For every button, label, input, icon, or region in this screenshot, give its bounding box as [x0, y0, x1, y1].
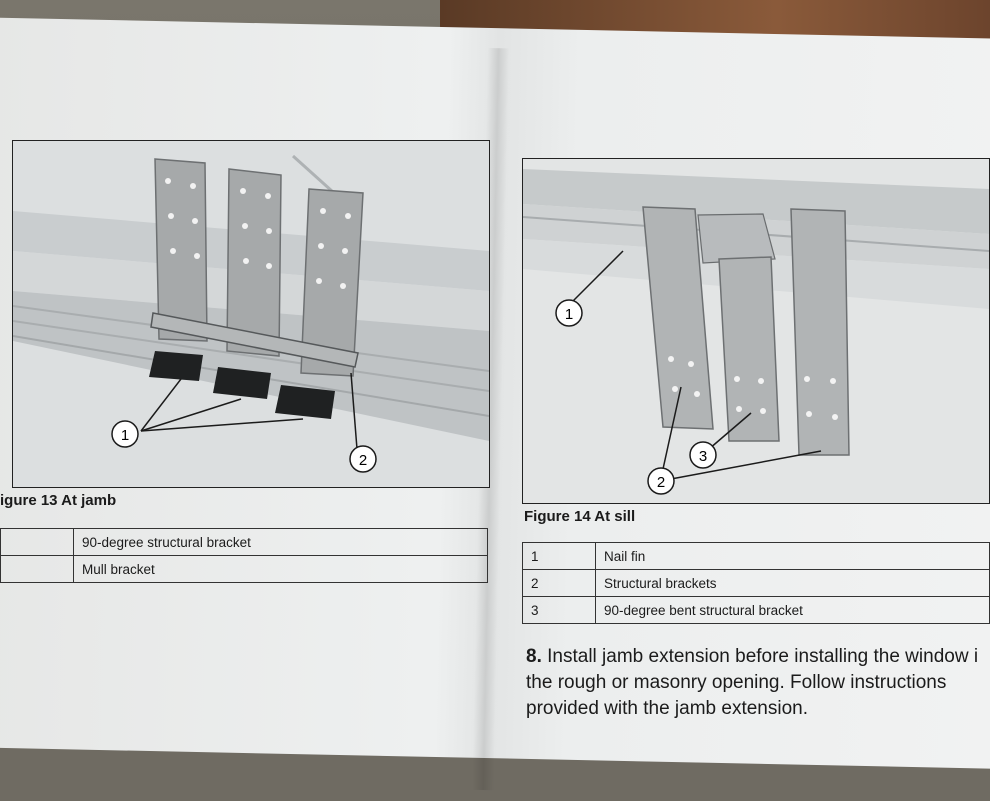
- figure-14-legend-table: 1 Nail fin 2 Structural brackets 3 90-de…: [522, 542, 990, 624]
- callout-1-circle: [111, 420, 139, 448]
- table-row: Mull bracket: [0, 555, 488, 583]
- callout-3-circle: [689, 441, 717, 469]
- step-8-line-1: 8. Install jamb extension before install…: [526, 644, 978, 670]
- step-8-line-2: the rough or masonry opening. Follow ins…: [526, 672, 947, 693]
- callout-1-circle: [555, 299, 583, 327]
- table-row: 90-degree structural bracket: [0, 528, 488, 556]
- table-row: 1 Nail fin: [522, 542, 990, 570]
- figure-13-legend-table: 90-degree structural bracket Mull bracke…: [0, 528, 488, 583]
- legend-number: 1: [522, 542, 596, 570]
- step-8-line-3: provided with the jamb extension.: [526, 698, 808, 719]
- legend-number: [0, 528, 74, 556]
- legend-description: Mull bracket: [73, 555, 488, 583]
- legend-description: 90-degree bent structural bracket: [595, 596, 990, 624]
- callout-2-label: 2: [657, 474, 665, 491]
- callout-2-circle: [349, 445, 377, 473]
- legend-number: 3: [522, 596, 596, 624]
- table-row: 2 Structural brackets: [522, 569, 990, 597]
- table-row: 3 90-degree bent structural bracket: [522, 596, 990, 624]
- step-text: Install jamb extension before installing…: [547, 646, 979, 667]
- legend-description: 90-degree structural bracket: [73, 528, 488, 556]
- figure-13-caption: igure 13 At jamb: [0, 492, 117, 509]
- step-8-instructions: 8. Install jamb extension before install…: [526, 644, 978, 722]
- legend-number: 2: [522, 569, 596, 597]
- callout-1-label: 1: [121, 427, 129, 444]
- callout-1-label: 1: [565, 306, 573, 323]
- callout-2-label: 2: [359, 452, 367, 469]
- legend-number: [0, 555, 74, 583]
- legend-description: Nail fin: [595, 542, 990, 570]
- figure-14-illustration: 1 2 3: [522, 158, 990, 504]
- step-number: 8.: [526, 646, 542, 667]
- figure-14-caption: Figure 14 At sill: [524, 508, 636, 525]
- figure-13-illustration: 1 2: [12, 140, 490, 488]
- callout-2-circle: [647, 467, 675, 495]
- callout-3-label: 3: [699, 448, 707, 465]
- legend-description: Structural brackets: [595, 569, 990, 597]
